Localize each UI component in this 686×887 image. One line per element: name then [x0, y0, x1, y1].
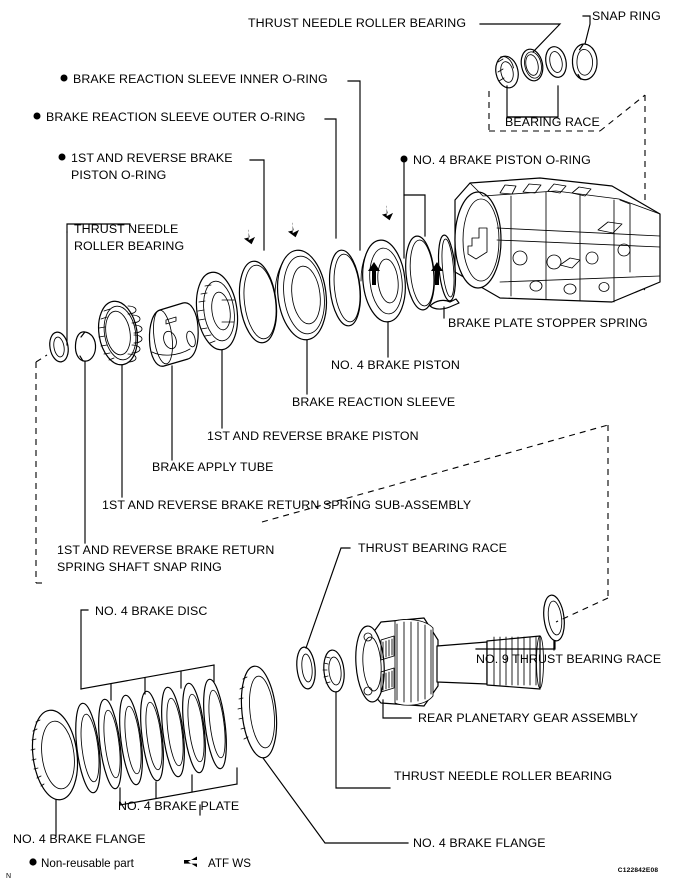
label-brake-reaction-sleeve: BRAKE REACTION SLEEVE	[292, 395, 455, 409]
thrust-bearing-race-part	[296, 646, 316, 690]
label-brake-plate-stopper-spring: BRAKE PLATE STOPPER SPRING	[448, 316, 648, 330]
bullet-outer-oring	[33, 112, 41, 120]
legend-non-reusable-label: Non-reusable part	[41, 857, 135, 870]
label-thrust-needle-roller-bearing-left-line1: THRUST NEEDLE	[74, 222, 178, 236]
legend-atf-arrow	[184, 856, 197, 868]
brake-reaction-sleeve-outer-oring	[238, 260, 278, 344]
label-no4-brake-plate: NO. 4 BRAKE PLATE	[118, 799, 239, 813]
label-snap-ring: SNAP RING	[592, 9, 661, 23]
label-return-spring-shaft-snap-ring-line2: SPRING SHAFT SNAP RING	[57, 560, 222, 574]
stack-disc	[161, 686, 185, 778]
atf-arrows-main-row	[243, 205, 443, 285]
bottom-leaders	[55, 547, 556, 844]
legend-atf-label: ATF WS	[208, 857, 251, 870]
label-brake-apply-tube: BRAKE APPLY TUBE	[152, 460, 273, 474]
bullet-no4-piston-oring	[400, 155, 408, 163]
no4-brake-flange-left-part	[30, 709, 79, 801]
stack-plate	[182, 682, 206, 774]
snap-ring-part	[571, 43, 598, 81]
rear-planetary-gear-assembly-part	[355, 617, 544, 707]
return-spring-sub-assembly	[97, 300, 143, 366]
corner-mark: N	[6, 873, 11, 880]
label-no4-brake-piston: NO. 4 BRAKE PISTON	[331, 358, 460, 372]
label-first-reverse-brake-return-spring-sub-assembly: 1ST AND REVERSE BRAKE RETURN SPRING SUB-…	[102, 498, 471, 512]
label-first-reverse-brake-piston-oring-line2: PISTON O-RING	[71, 168, 166, 182]
label-first-reverse-brake-piston-oring-line1: 1ST AND REVERSE BRAKE	[71, 151, 233, 165]
no9-thrust-bearing-race-part	[543, 594, 565, 642]
no4-brake-flange-ring	[237, 665, 278, 759]
label-no4-brake-disc: NO. 4 BRAKE DISC	[95, 604, 207, 618]
return-spring-shaft-snap-ring	[74, 331, 97, 362]
first-reverse-brake-piston	[195, 271, 239, 351]
main-group-box	[35, 354, 609, 623]
label-brake-reaction-sleeve-outer-oring: BRAKE REACTION SLEEVE OUTER O-RING	[46, 110, 306, 124]
stack-disc	[119, 694, 143, 786]
label-first-reverse-brake-piston: 1ST AND REVERSE BRAKE PISTON	[207, 429, 419, 443]
brake-apply-tube	[148, 302, 199, 367]
brake-reaction-sleeve	[274, 249, 328, 341]
top-cluster-leaders	[479, 15, 591, 118]
label-bearing-race: BEARING RACE	[505, 115, 600, 129]
legend-nonreusable-bullet	[29, 858, 37, 866]
main-row-leaders	[66, 80, 445, 544]
label-no4-brake-piston-oring: NO. 4 BRAKE PISTON O-RING	[413, 153, 591, 167]
bullet-inner-oring	[60, 74, 68, 82]
thrust-needle-roller-bearing-top	[520, 48, 544, 82]
stack-plate	[140, 690, 164, 782]
stack-disc	[75, 702, 101, 794]
label-brake-reaction-sleeve-inner-oring: BRAKE REACTION SLEEVE INNER O-RING	[73, 72, 328, 86]
bearing-race-cluster	[495, 43, 598, 89]
no4-brake-piston-oring	[405, 235, 435, 311]
label-thrust-bearing-race: THRUST BEARING RACE	[358, 541, 507, 555]
bearing-race-part-2	[545, 46, 567, 78]
brake-reaction-sleeve-inner-oring	[328, 249, 362, 327]
label-no4-brake-flange-right: NO. 4 BRAKE FLANGE	[413, 836, 546, 850]
brake-disc-stack	[30, 594, 565, 801]
label-return-spring-shaft-snap-ring-line1: 1ST AND REVERSE BRAKE RETURN	[57, 543, 274, 557]
bullet-first-reverse-oring	[58, 153, 66, 161]
label-thrust-needle-roller-bearing-left-line2: ROLLER BEARING	[74, 239, 184, 253]
disc-plate-stack	[75, 678, 227, 794]
stack-disc	[203, 678, 227, 770]
brake-plate-stopper-spring	[429, 298, 460, 310]
label-no9-thrust-bearing-race: NO. 9 THRUST BEARING RACE	[476, 652, 661, 666]
label-no4-brake-flange-left: NO. 4 BRAKE FLANGE	[13, 832, 146, 846]
thrust-bearing-race-small	[49, 331, 69, 363]
stack-plate	[98, 698, 122, 790]
label-thrust-needle-roller-bearing-bottom: THRUST NEEDLE ROLLER BEARING	[394, 769, 612, 783]
label-rear-planetary-gear-assembly: REAR PLANETARY GEAR ASSEMBLY	[418, 711, 638, 725]
bearing-race-part-1	[495, 55, 519, 89]
figure-code: C122842E08	[618, 867, 659, 874]
label-thrust-needle-roller-bearing-top: THRUST NEEDLE ROLLER BEARING	[248, 16, 466, 30]
transmission-case	[454, 177, 661, 303]
